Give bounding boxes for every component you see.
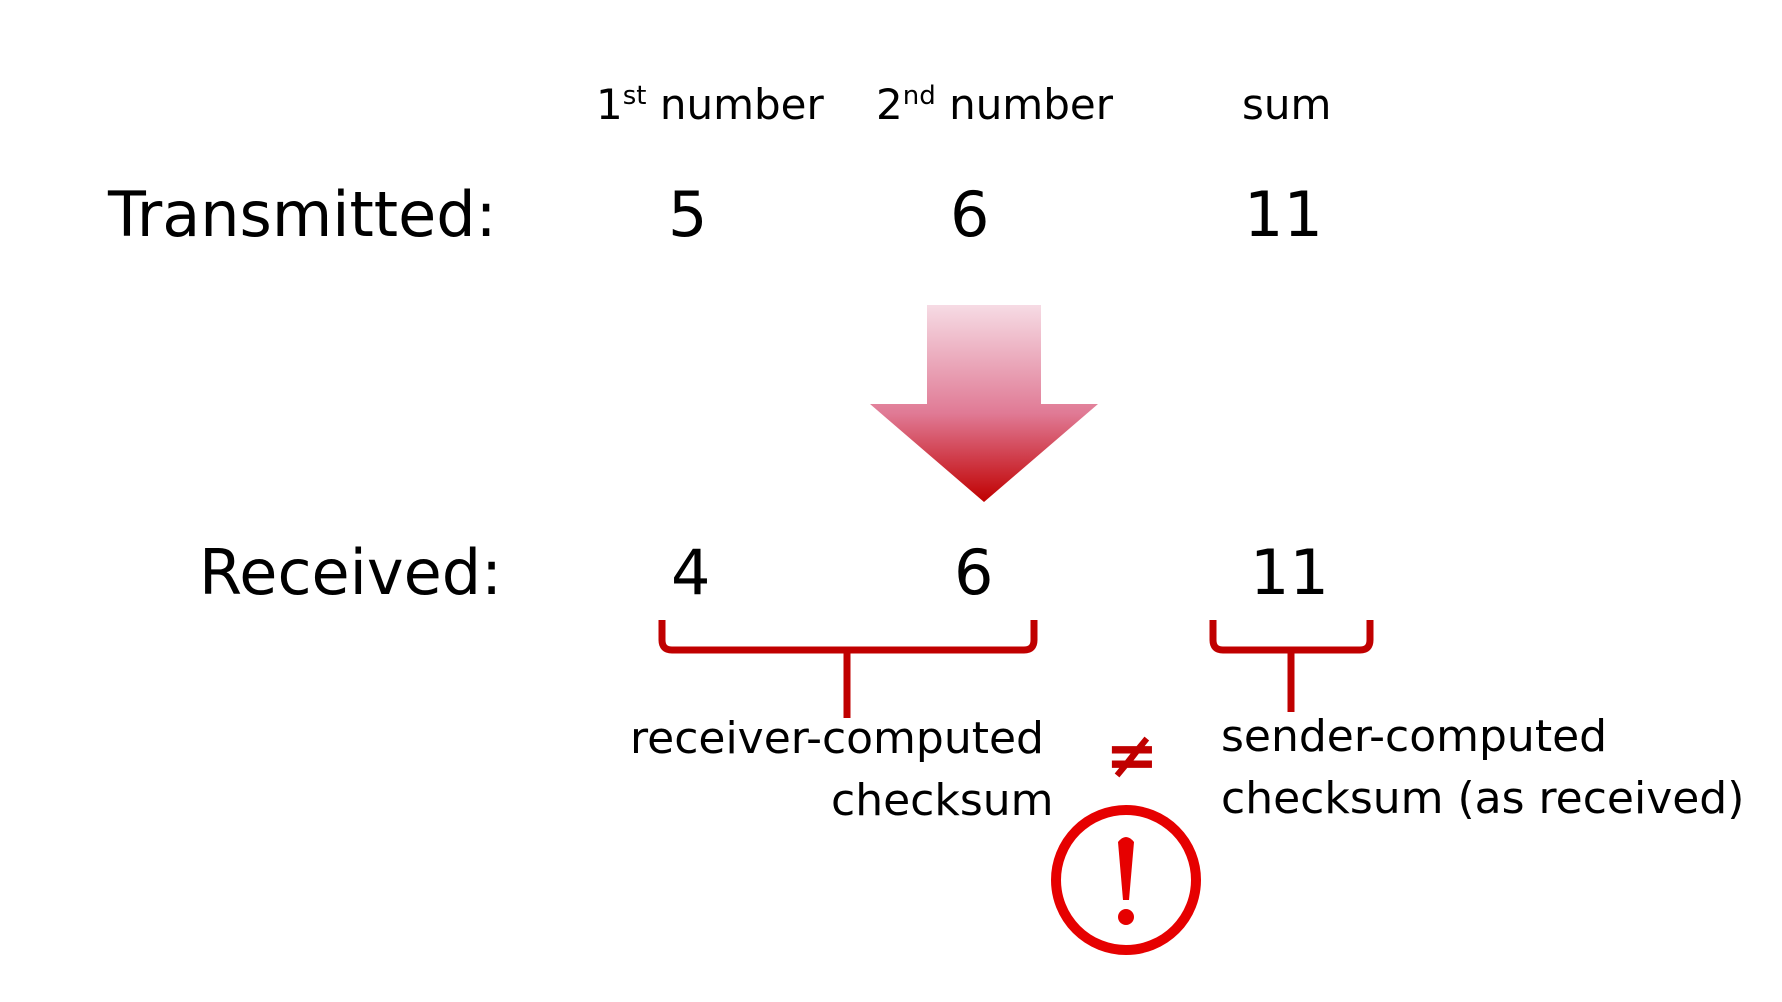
column-header-second-number: 2nd number [876,81,1113,126]
transmitted-sum: 11 [1244,178,1323,251]
column-header-first-number: 1st number [596,81,824,126]
received-label: Received: [199,536,502,609]
column-header-second-base: 2 [876,80,903,129]
column-header-first-base: 1 [596,80,623,129]
sender-computed-line2: checksum (as received) [1221,773,1745,824]
transmitted-first-number: 5 [668,178,708,251]
down-arrow-icon [870,305,1098,502]
transmitted-second-number: 6 [950,178,990,251]
transmitted-label: Transmitted: [108,178,497,251]
received-first-number: 4 [671,536,711,609]
column-header-second-sup: nd [902,81,936,111]
receiver-computed-line2: checksum [831,775,1054,826]
receiver-bracket [658,620,1038,718]
sender-bracket [1209,620,1374,712]
column-header-first-sup: st [622,81,647,111]
column-header-first-rest: number [646,80,824,129]
not-equal-sign: ≠ [1105,719,1159,793]
received-second-number: 6 [954,536,994,609]
exclamation-circle-icon [1051,805,1201,955]
sender-computed-line1: sender-computed [1221,711,1608,762]
column-header-second-rest: number [935,80,1113,129]
column-header-sum: sum [1242,80,1332,129]
receiver-computed-line1: receiver-computed [630,713,1044,764]
received-sum: 11 [1250,536,1329,609]
